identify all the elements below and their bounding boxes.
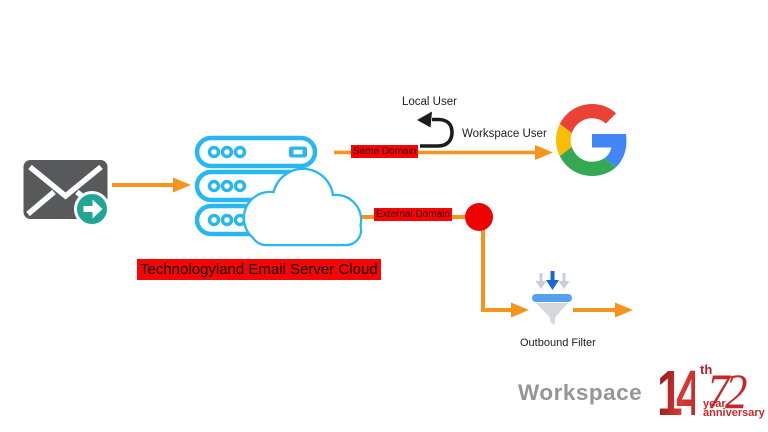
outbound-filter-label: Outbound Filter (520, 337, 596, 349)
anniversary-ordinal: th (700, 362, 713, 377)
workspace-user-label: Workspace User (462, 128, 547, 140)
anniversary-script-mark: 72 (707, 363, 748, 419)
anniversary-word-text: anniversary (703, 407, 765, 419)
arrow-email-to-server (112, 177, 191, 193)
red-dot-node (465, 203, 493, 231)
same-domain-label: Same Domain (351, 145, 419, 158)
server-rack-cloud-icon (194, 135, 363, 247)
u-turn-arrow-icon (417, 111, 454, 148)
cloud-shape (242, 167, 363, 247)
external-domain-label: External Domain (374, 208, 452, 221)
arrow-filter-out (573, 302, 633, 318)
workspace-wordmark: Workspace (518, 380, 643, 405)
server-caption: Technologyland Email Server Cloud (137, 259, 381, 280)
email-envelope-icon (23, 160, 110, 227)
outbound-filter-funnel-icon (532, 271, 572, 325)
filter-inflow-arrows (535, 271, 570, 290)
anniversary-number: 14 (657, 357, 702, 429)
arrow-node-to-filter (481, 227, 529, 318)
send-arrow-badge-icon (74, 191, 110, 227)
anniversary-year-text: year (703, 398, 726, 410)
google-g-logo (556, 104, 627, 176)
local-user-label: Local User (402, 96, 457, 108)
